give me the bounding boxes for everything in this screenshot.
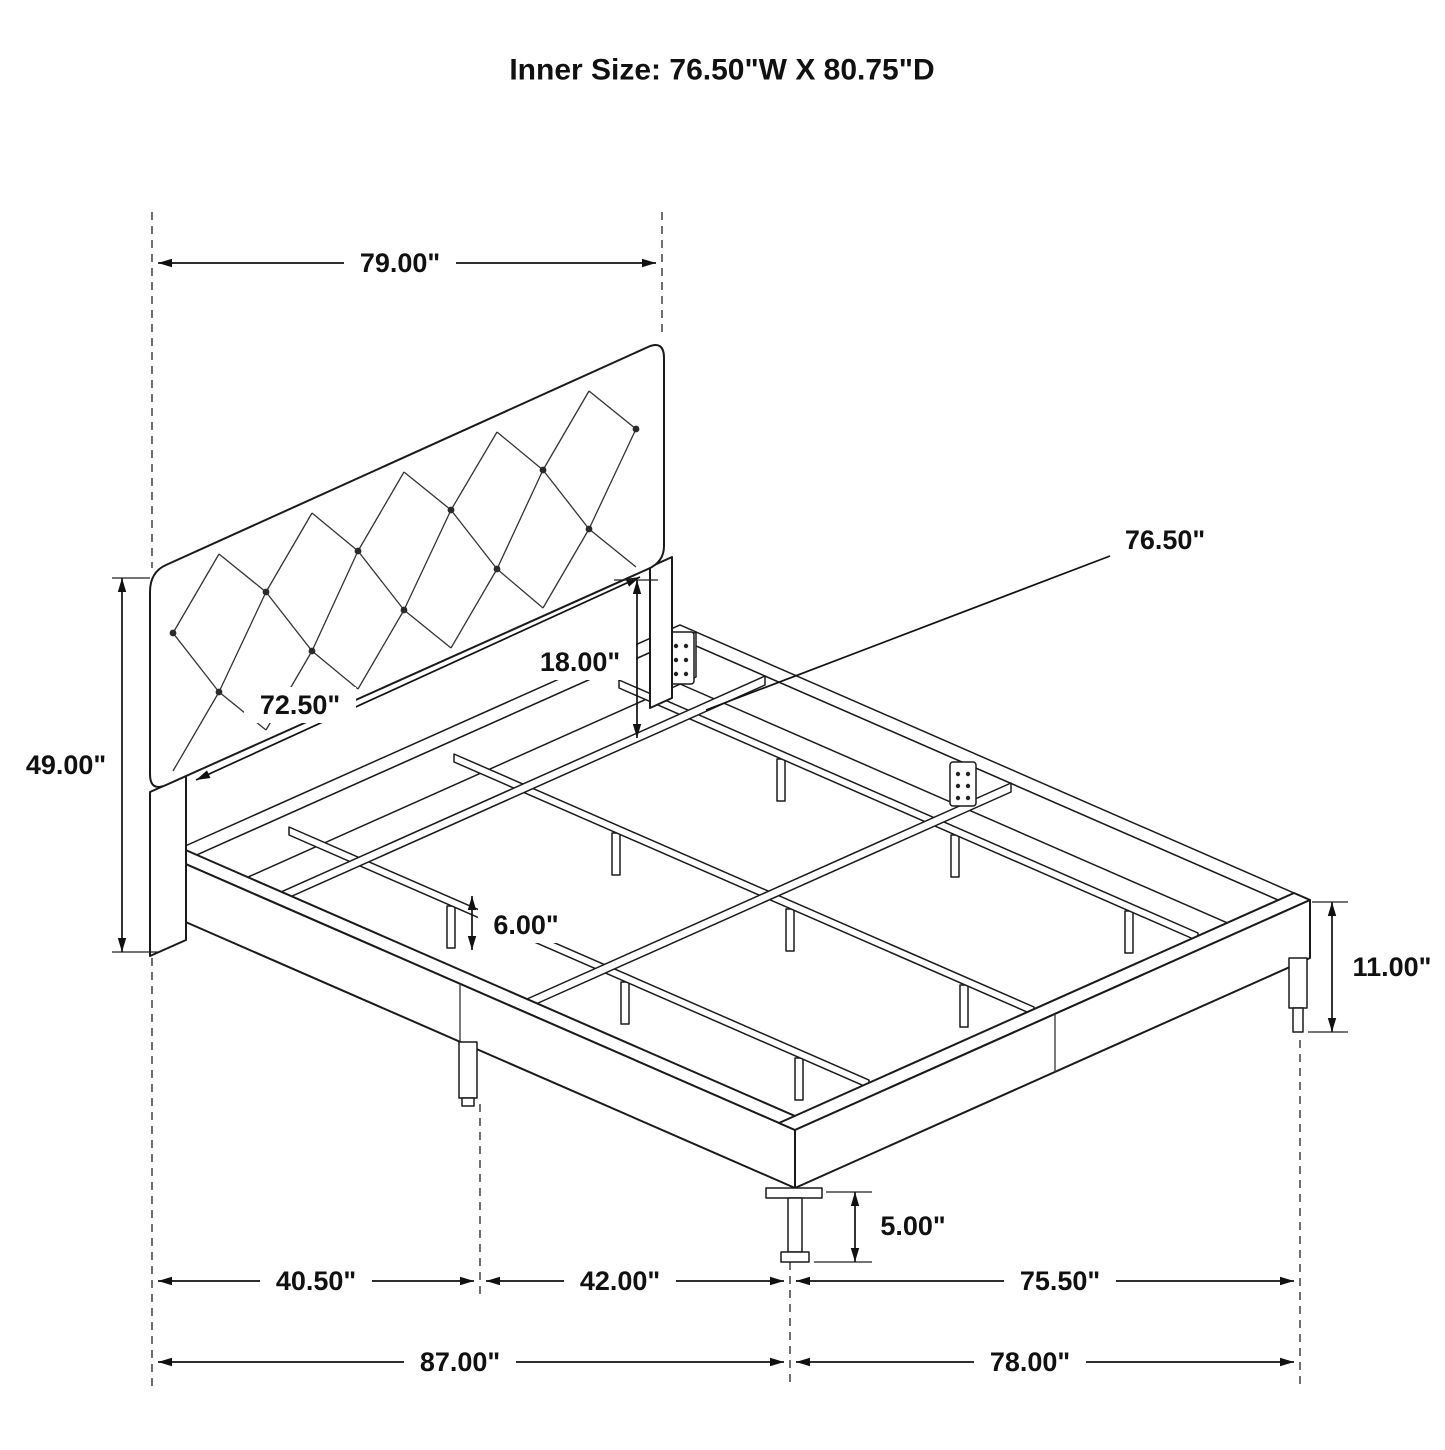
near-rail-top [164, 847, 812, 1131]
support-leg [611, 832, 621, 876]
dim-label-slat-length: 76.50" [1125, 525, 1205, 555]
dim-label-span-middle: 42.00" [580, 1266, 660, 1296]
far-rail-top [663, 624, 1311, 908]
dim-rail-height: 11.00" [1308, 901, 1444, 1033]
front-corner-leg [765, 1187, 823, 1263]
headboard-left-leg [149, 775, 187, 957]
foot-rail-top [778, 892, 1311, 1131]
dim-span-right: 75.50" [796, 1263, 1294, 1299]
headboard-right-leg [649, 556, 673, 709]
dim-headboard-panel-width: 72.50" [195, 576, 641, 781]
support-leg [620, 981, 630, 1025]
support-leg [776, 758, 786, 802]
near-rail-mid-leg [458, 1041, 478, 1107]
dim-front-leg-height: 5.00" [814, 1191, 960, 1263]
dim-headboard-width: 79.00" [158, 245, 656, 281]
support-rail-3 [618, 679, 1199, 942]
dimensions: 79.00" 49.00" 72.50" 18.00" 76.50" 6.0 [26, 245, 1444, 1380]
dim-label-rail-height: 11.00" [1353, 952, 1432, 982]
dim-support-leg-height: 6.00" [467, 896, 574, 950]
support-leg [950, 834, 960, 878]
bracket-plate-mid [949, 761, 977, 807]
support-leg [959, 984, 969, 1028]
dim-span-left: 40.50" [158, 1263, 474, 1299]
dim-panel-to-slat: 18.00" [524, 579, 658, 738]
page-title: Inner Size: 76.50"W X 80.75"D [509, 54, 934, 87]
dim-overall-width: 78.00" [796, 1344, 1294, 1380]
dim-label-overall-width: 78.00" [990, 1347, 1070, 1377]
dim-slat-length: 76.50" [705, 525, 1205, 711]
dim-headboard-height: 49.00" [26, 577, 158, 953]
support-leg [785, 908, 795, 952]
dim-label-span-left: 40.50" [276, 1266, 356, 1296]
dim-overall-depth: 87.00" [158, 1344, 784, 1380]
dim-label-headboard-height: 49.00" [26, 750, 106, 780]
support-leg [1124, 910, 1134, 954]
extension-lines [151, 212, 1301, 1388]
center-support-rails [288, 679, 1199, 1101]
support-leg [446, 905, 456, 949]
corner-foot-right [1288, 957, 1308, 1033]
dim-label-headboard-width: 79.00" [360, 248, 440, 278]
dim-label-panel-width: 72.50" [260, 690, 340, 720]
foot-rail-outer-face [794, 899, 1311, 1189]
dim-span-middle: 42.00" [486, 1263, 784, 1299]
dim-label-panel-to-slat: 18.00" [540, 647, 620, 677]
dim-label-support-leg-height: 6.00" [493, 910, 558, 940]
dim-label-front-leg-height: 5.00" [880, 1211, 945, 1241]
dim-label-overall-depth: 87.00" [420, 1347, 500, 1377]
dim-label-span-right: 75.50" [1020, 1266, 1100, 1296]
support-leg [794, 1057, 804, 1101]
